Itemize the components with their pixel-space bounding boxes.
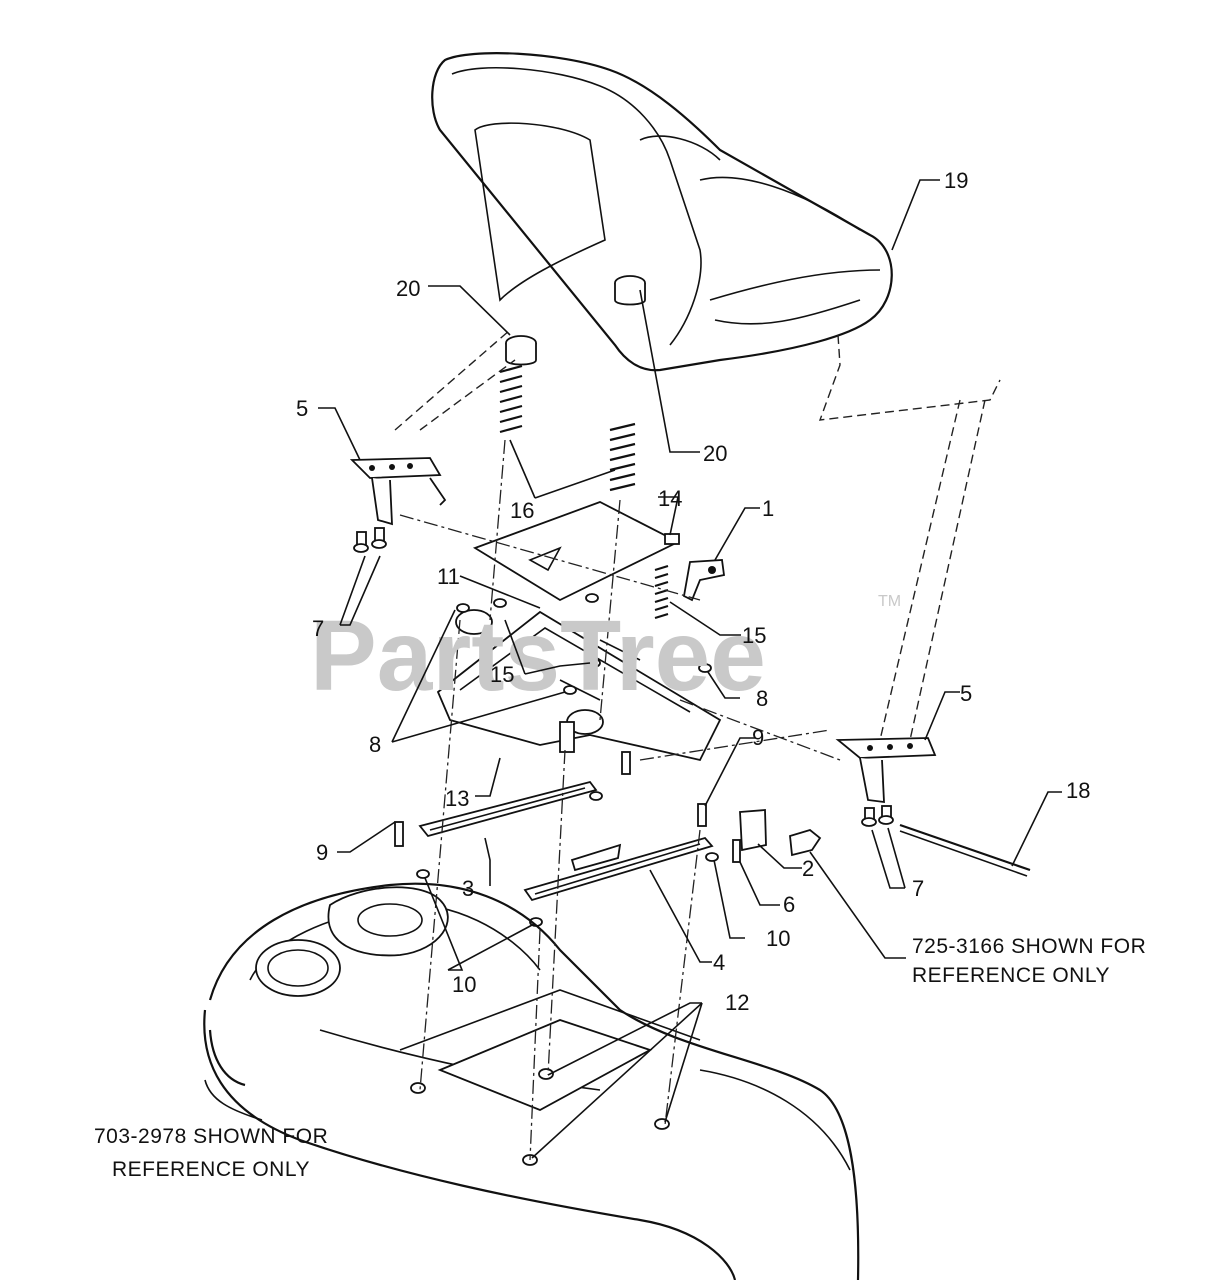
callout-10-right: 10 [766, 926, 790, 951]
callout-10-left: 10 [452, 972, 476, 997]
bolts-part-7-left [353, 527, 387, 553]
callout-1: 1 [762, 496, 774, 521]
callout-7-right: 7 [912, 876, 924, 901]
switch-725-3166 [789, 829, 822, 857]
bumper-part-20-right [614, 275, 646, 306]
callout-20-right: 20 [703, 441, 727, 466]
spring-part-16-right [609, 422, 636, 492]
seat-part-19 [431, 52, 893, 372]
nuts-part-10 [416, 791, 719, 927]
callout-15-center: 15 [490, 662, 514, 687]
rail-part-4 [523, 836, 714, 902]
callout-labels: 19 20 5 20 16 14 1 11 7 15 15 8 5 8 9 13… [296, 168, 1090, 1015]
callout-6: 6 [783, 892, 795, 917]
rail-part-3 [418, 780, 598, 838]
callout-5-left: 5 [296, 396, 308, 421]
callout-20-top: 20 [396, 276, 420, 301]
bracket-part-2 [739, 809, 767, 852]
callout-12: 12 [725, 990, 749, 1015]
callout-19: 19 [944, 168, 968, 193]
pins-part-8-15 [456, 593, 712, 695]
bracket-part-5-right [835, 737, 937, 804]
bolt-part-6 [732, 839, 741, 863]
rod-part-18 [899, 823, 1031, 877]
callout-15-right: 15 [742, 623, 766, 648]
bracket-part-5-left [349, 457, 447, 526]
callout-14: 14 [658, 486, 682, 511]
callout-8-left: 8 [369, 732, 381, 757]
lid-part-14 [472, 501, 681, 602]
callout-4: 4 [713, 950, 725, 975]
callout-7-left: 7 [312, 616, 324, 641]
seat-pan-part-13 [436, 609, 722, 762]
callout-11: 11 [437, 564, 460, 589]
bumper-part-20-left [505, 335, 537, 366]
note-703-2978-line1: 703-2978 SHOWN FOR [94, 1125, 328, 1148]
spring-part-16-left [499, 364, 523, 434]
callout-9-left: 9 [316, 840, 328, 865]
note-725-3166-line1: 725-3166 SHOWN FOR [912, 935, 1146, 958]
reference-notes: 725-3166 SHOWN FOR REFERENCE ONLY 703-29… [94, 935, 1146, 1181]
callout-9-right: 9 [752, 725, 764, 750]
bolts-part-7-right [861, 805, 894, 827]
callout-18: 18 [1066, 778, 1090, 803]
callout-16: 16 [510, 498, 534, 523]
watermark-text: PartsTree [310, 600, 766, 712]
callout-5-right: 5 [960, 681, 972, 706]
leader-lines [204, 179, 1062, 1159]
switch-part-1 [682, 559, 726, 602]
assembly-guide-lines [394, 329, 1001, 1161]
callout-2: 2 [802, 856, 814, 881]
callout-3: 3 [462, 876, 474, 901]
note-703-2978-line2: REFERENCE ONLY [112, 1158, 310, 1181]
note-725-3166-line2: REFERENCE ONLY [912, 964, 1110, 987]
fender-deck-703-2978 [203, 882, 860, 1280]
callout-13: 13 [445, 786, 469, 811]
watermark-tm: TM [878, 593, 901, 610]
spring-part-15 [654, 564, 669, 620]
callout-8-right: 8 [756, 686, 768, 711]
bolts-part-9 [394, 751, 707, 847]
